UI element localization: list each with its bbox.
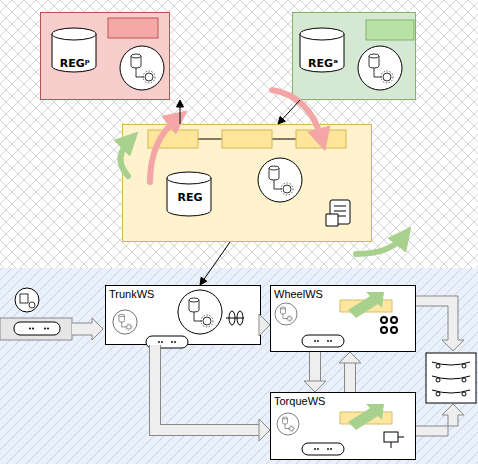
service-icon <box>277 413 299 435</box>
station-name: WheelWS <box>274 288 418 301</box>
arrow-head <box>339 352 361 363</box>
conveyor-band <box>259 320 261 330</box>
cloud-hatch <box>0 0 478 268</box>
arrow-head <box>259 314 270 336</box>
conveyor-outline <box>155 345 259 430</box>
conveyor-outline <box>344 363 356 392</box>
shopfloor-hatch <box>0 268 478 464</box>
arrow-head <box>278 116 285 124</box>
workstation-box: WheelWS <box>270 285 416 352</box>
database-cylinder <box>167 172 211 216</box>
register-chain <box>148 130 346 148</box>
workstation-box: TrunkWS <box>105 285 261 345</box>
register-region: REG <box>122 124 372 242</box>
conveyor-band <box>310 352 320 381</box>
register-label: REG <box>168 191 212 204</box>
link-line <box>180 107 181 124</box>
conveyor-arrow <box>339 352 361 392</box>
link-arrow <box>200 242 230 285</box>
link-arrow <box>278 100 300 124</box>
register-slot <box>108 18 158 38</box>
conveyor-band <box>345 363 355 392</box>
station-name: TorqueWS <box>274 395 418 408</box>
register-slot <box>366 20 414 40</box>
service-icon <box>120 46 164 90</box>
register-label: REGᵃ <box>301 57 345 70</box>
service-icon <box>178 290 222 334</box>
register-region: REGᵖ <box>40 12 170 100</box>
service-icon <box>113 310 137 334</box>
arrow-head <box>200 277 207 285</box>
conveyor-arrow <box>259 314 270 336</box>
pallet <box>302 443 344 455</box>
link-line <box>204 242 230 279</box>
trunk-tool <box>226 311 244 325</box>
service-icon <box>258 158 302 202</box>
pallet <box>302 335 344 347</box>
arrow-head <box>304 381 326 392</box>
register-region: REGᵃ <box>292 12 416 100</box>
station-name: TrunkWS <box>109 288 263 301</box>
pallet <box>146 336 188 348</box>
register-label: REGᵖ <box>53 57 97 70</box>
service-icon <box>275 303 297 325</box>
torque-wrench <box>384 432 404 448</box>
conveyor-band <box>155 345 259 430</box>
link-arrow <box>177 100 184 124</box>
arrow-head <box>259 419 270 441</box>
wheel-set <box>381 317 397 333</box>
database-cylinder <box>300 28 344 72</box>
robot-arm <box>340 292 392 318</box>
flow-arrows <box>120 90 404 254</box>
robot-arm <box>340 404 392 430</box>
entry-conveyor <box>0 288 103 340</box>
product-rack <box>426 353 476 403</box>
arrow-head <box>177 100 184 107</box>
database-cylinder <box>52 28 96 72</box>
shopfloor-ground <box>0 268 478 464</box>
cloud-ground <box>0 0 478 268</box>
service-icon <box>358 46 402 90</box>
document-icon <box>326 200 350 226</box>
workstation-box: TorqueWS <box>270 392 416 460</box>
conveyor-outline <box>309 352 321 381</box>
conveyor-outline <box>259 319 261 331</box>
conveyor-arrow <box>304 352 326 392</box>
link-line <box>283 100 300 119</box>
conveyor-arrow <box>155 345 270 441</box>
